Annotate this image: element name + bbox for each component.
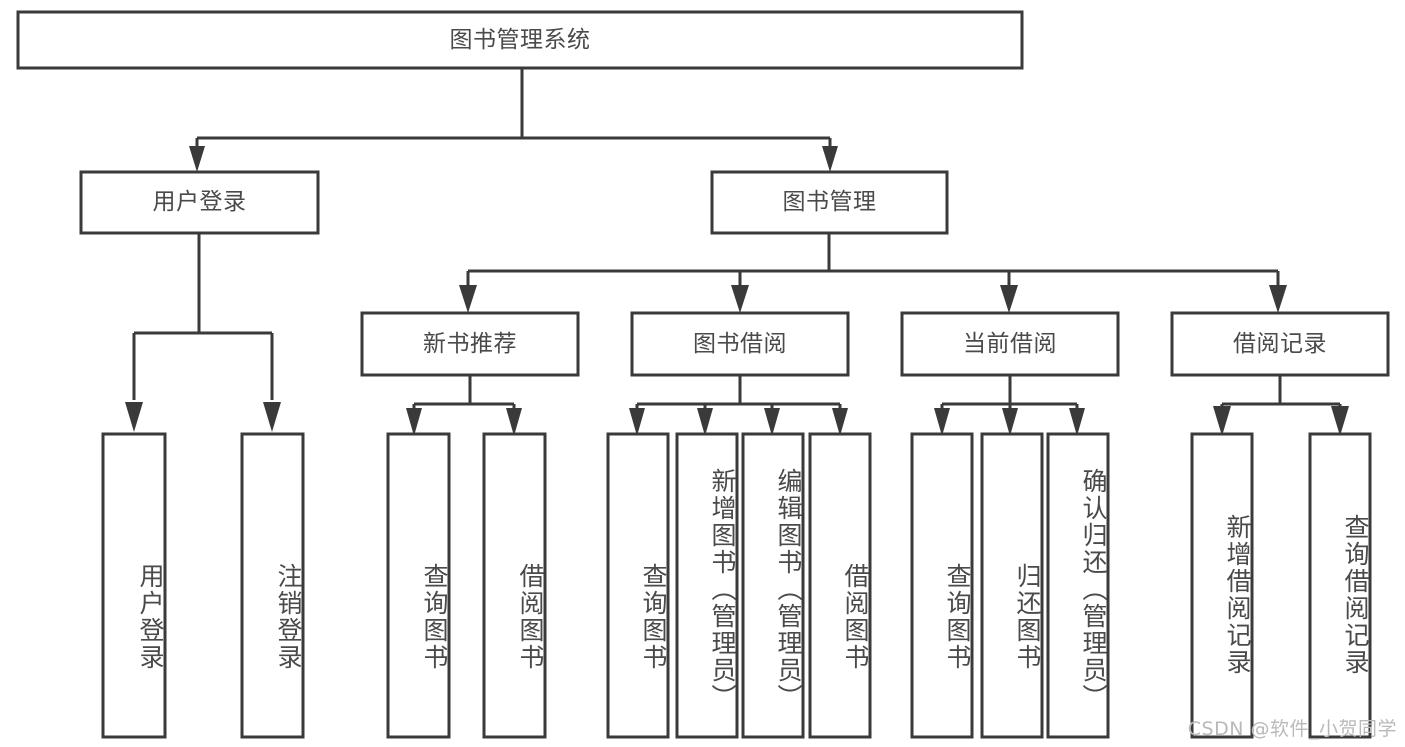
node-box-leaf-borrow-book-2[interactable]	[808, 432, 872, 739]
arrowhead-leaf-query-book-3	[934, 408, 950, 436]
node-box-leaf-query-record[interactable]	[1308, 432, 1372, 739]
node-box-root[interactable]	[16, 10, 1024, 70]
node-box-leaf-query-book-3[interactable]	[910, 432, 974, 739]
node-box-leaf-confirm-return[interactable]	[1046, 432, 1110, 739]
arrowhead-to-user-login	[189, 146, 205, 172]
arrowhead-leaf-query-book-1	[406, 408, 422, 436]
node-box-leaf-add-book[interactable]	[675, 432, 739, 739]
watermark-text: CSDN @软件_小贺同学	[1187, 718, 1397, 740]
arrowhead-leaf-edit-book	[764, 408, 780, 436]
arrowhead-leaf-confirm-return	[1069, 408, 1085, 436]
connector-borrow-record-bus	[1220, 375, 1342, 414]
node-box-leaf-query-book-1[interactable]	[386, 432, 451, 739]
node-box-borrow-record[interactable]	[1170, 311, 1390, 377]
arrowhead-leaf-add-book	[697, 408, 713, 436]
arrowhead-to-borrow-record	[1269, 285, 1287, 313]
connector-new-book-rec-bus	[412, 375, 516, 414]
node-box-leaf-borrow-book-1[interactable]	[482, 432, 547, 739]
node-box-book-management[interactable]	[710, 170, 949, 235]
connector-user-login-bus	[132, 233, 274, 400]
arrowhead-leaf-query-record	[1331, 406, 1349, 436]
node-box-book-borrow[interactable]	[630, 311, 850, 377]
node-box-leaf-query-book-2[interactable]	[606, 432, 670, 739]
arrowhead-leaf-return-book	[1002, 408, 1018, 436]
arrowhead-leaf-user-login	[125, 402, 143, 432]
arrowhead-leaf-borrow-book-2	[832, 408, 848, 436]
arrowhead-leaf-add-record	[1213, 406, 1231, 436]
node-box-user-login[interactable]	[79, 170, 320, 235]
node-box-new-book-recommend[interactable]	[360, 311, 580, 377]
arrowhead-to-new-book-rec	[459, 285, 477, 313]
arrowhead-leaf-borrow-book-1	[506, 408, 522, 436]
node-box-leaf-add-record[interactable]	[1190, 432, 1254, 739]
connector-book-mgmt-bus	[466, 233, 1280, 290]
node-box-leaf-logout[interactable]	[240, 432, 305, 739]
connector-root-bus	[195, 68, 832, 158]
node-box-leaf-edit-book[interactable]	[741, 432, 805, 739]
arrowhead-leaf-logout	[263, 402, 281, 432]
arrowhead-to-current-borrow	[1000, 285, 1018, 313]
arrowhead-to-book-mgmt	[822, 146, 838, 172]
node-box-leaf-user-login[interactable]	[101, 432, 167, 739]
arrowhead-leaf-query-book-2	[629, 408, 645, 436]
node-box-leaf-return-book[interactable]	[980, 432, 1044, 739]
arrowhead-to-book-borrow	[731, 285, 749, 313]
connector-book-borrow-bus	[635, 375, 842, 414]
node-box-current-borrow[interactable]	[900, 311, 1120, 377]
